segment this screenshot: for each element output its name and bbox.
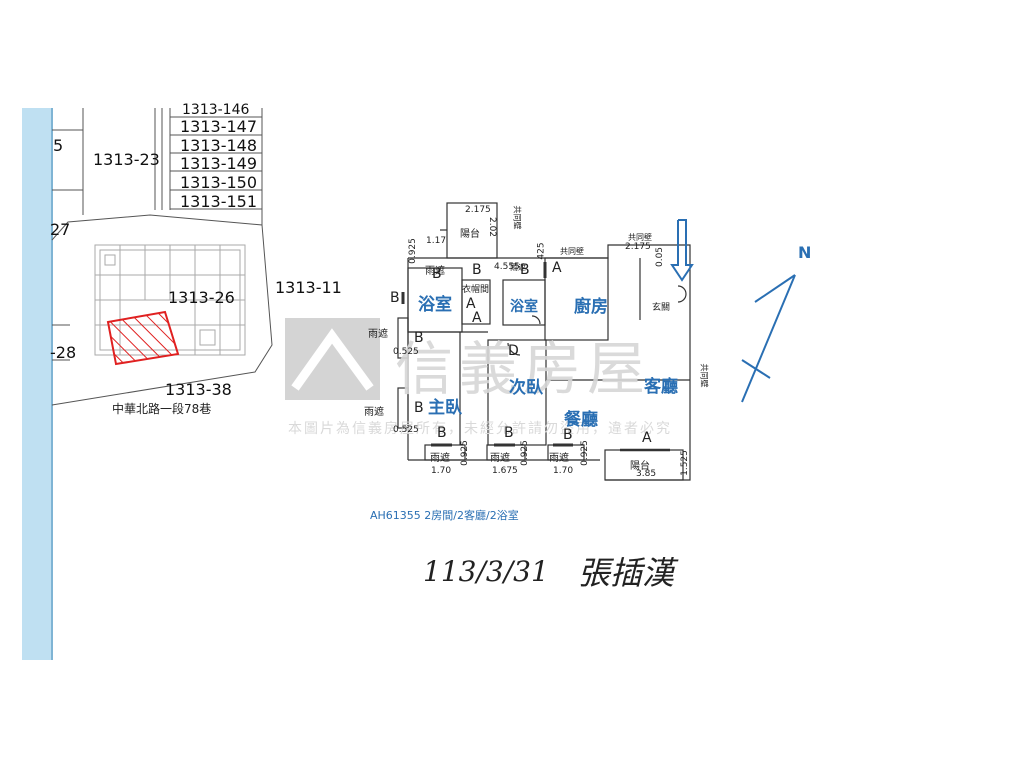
mark-b-7: B (437, 425, 447, 441)
plan-caption: AH61355 2房間/2客廳/2浴室 (370, 509, 519, 522)
lot-label-150: 1313-150 (180, 173, 258, 192)
watermark-notice: 本圖片為信義房屋所有，未經允許請勿盜用，違者必究 (288, 421, 672, 437)
mark-b-1: B (432, 266, 442, 282)
label-canopy-4: 雨遮 (430, 453, 450, 464)
dim-202: 2.02 (487, 216, 498, 238)
mark-b-4: B (520, 262, 530, 278)
lot-label-148: 1313-148 (180, 136, 258, 155)
dim-385: 3.85 (636, 469, 657, 479)
label-canopy-6: 雨遮 (549, 453, 569, 464)
dim-170-a: 1.70 (431, 466, 452, 476)
dim-005: 0.05 (655, 246, 666, 268)
mark-b-2: B (472, 262, 482, 278)
lot-edge-28: -28 (50, 343, 77, 362)
room-bath-2: 浴室 (510, 299, 538, 315)
lot-label-23: 1313-23 (93, 150, 160, 169)
label-canopy-2: 雨遮 (368, 329, 388, 340)
dim-0525-upper: 0.525 (393, 347, 419, 357)
dim-0925-c: 0.925 (519, 440, 530, 466)
dim-0925-d: 0.925 (579, 440, 590, 466)
north-label: N (798, 243, 812, 262)
room-bedroom-2: 次臥 (509, 378, 543, 398)
dim-4555: 4.555 (494, 262, 520, 272)
dim-0925-top: 0.925 (407, 238, 418, 264)
room-bath-1: 浴室 (418, 295, 452, 315)
mark-d: D (508, 343, 519, 359)
label-shared-wall-1: 共同壁 (512, 205, 522, 230)
mark-a-3: A (472, 310, 482, 326)
handwritten-signature: 張插漢 (578, 554, 675, 592)
mark-a-4: A (642, 430, 652, 446)
mark-b-8: B (504, 425, 514, 441)
brand-logo-icon (285, 318, 380, 400)
street-label: 中華北路一段78巷 (112, 402, 212, 416)
mark-b-9: B (563, 427, 573, 443)
lot-label-146: 1313-146 (182, 102, 250, 118)
dim-425: 425 (536, 242, 547, 260)
label-closet: 衣帽間 (462, 285, 490, 295)
lot-edge-5: 5 (53, 136, 64, 155)
room-living: 客廳 (644, 377, 678, 397)
label-canopy-7: 雨遮 (510, 263, 526, 272)
room-dining: 餐廳 (564, 410, 598, 430)
label-shared-wall-4: 共同壁 (699, 363, 709, 388)
lot-label-38: 1313-38 (165, 380, 232, 399)
dim-2175-top: 2.175 (465, 205, 491, 215)
label-entry: 玄關 (652, 303, 671, 313)
lot-edge-27: 27 (50, 220, 71, 239)
lot-label-149: 1313-149 (180, 154, 258, 173)
lot-label-11: 1313-11 (275, 278, 342, 297)
handwritten-date: 113/3/31 (423, 555, 549, 588)
dim-0925-b: 0.925 (459, 440, 470, 466)
scan-edge-strip (22, 108, 52, 660)
mark-a-1: A (466, 296, 476, 312)
lot-label-147: 1313-147 (180, 117, 258, 136)
lot-label-151: 1313-151 (180, 192, 258, 211)
dim-1675: 1.675 (492, 466, 518, 476)
watermark-brand: 信義房屋 (395, 335, 652, 403)
label-canopy-5: 雨遮 (490, 453, 510, 464)
dim-0525-lower: 0.525 (393, 425, 419, 435)
room-master-bedroom: 主臥 (428, 398, 462, 418)
dim-2175-right: 2.175 (625, 242, 651, 252)
label-balcony-bottom: 陽台 (630, 461, 650, 472)
dim-170-b: 1.70 (553, 466, 574, 476)
mark-b-3: B (390, 290, 400, 306)
room-kitchen: 廚房 (574, 297, 608, 317)
label-canopy-3: 雨遮 (364, 407, 384, 418)
label-canopy-1: 雨遮 (425, 266, 445, 277)
label-shared-wall-2: 共同壁 (560, 247, 584, 256)
dim-1525: 1.525 (679, 450, 690, 476)
mark-a-2: A (552, 260, 562, 276)
scan-edge-line (51, 108, 53, 660)
mark-b-5: B (414, 330, 424, 346)
dim-117: 1.17 (426, 236, 447, 246)
label-shared-wall-3: 共同壁 (628, 233, 652, 242)
lot-label-26: 1313-26 (168, 288, 235, 307)
mark-b-6: B (414, 400, 424, 416)
label-balcony-top: 陽台 (460, 229, 480, 240)
